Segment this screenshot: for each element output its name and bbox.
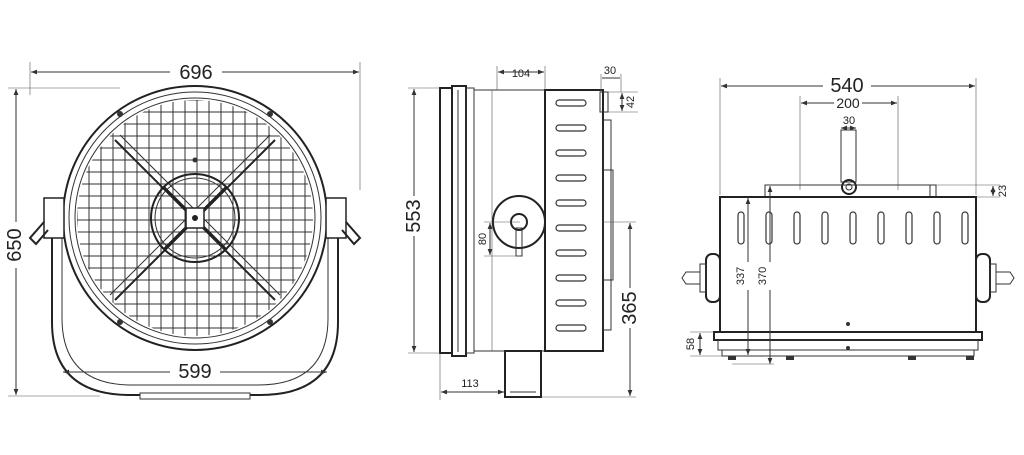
side-top-height-label: 42 (625, 96, 637, 108)
top-lip-label: 23 (997, 185, 1009, 197)
top-handle (840, 129, 857, 183)
top-base-height-label: 58 (685, 338, 697, 350)
top-vent-slots (737, 211, 969, 245)
front-right-knob (325, 197, 362, 246)
side-knob-height-label: 80 (477, 233, 489, 245)
front-height-label: 650 (4, 228, 26, 261)
top-inner-height-label: 337 (735, 267, 747, 285)
side-vent-slots (555, 99, 587, 332)
side-pivot-height-label: 365 (619, 291, 641, 324)
top-right-knob (975, 253, 1015, 303)
top-width-label: 540 (830, 75, 863, 97)
side-view: 104 30 42 553 80 365 113 (403, 65, 641, 400)
front-yoke-label: 599 (178, 361, 211, 383)
front-left-knob (28, 197, 65, 246)
side-top-offset-label: 30 (604, 65, 616, 77)
side-front-bezel (439, 87, 453, 354)
top-handle-span-label: 200 (836, 95, 860, 111)
side-tilt-knob (492, 195, 546, 257)
side-base-offset-label: 113 (461, 378, 479, 390)
front-protective-grid (77, 100, 313, 336)
side-height-label: 553 (403, 199, 425, 232)
top-left-knob (681, 253, 721, 303)
side-depth-label: 104 (512, 68, 530, 80)
front-view: 696 650 (4, 60, 362, 400)
top-view: 540 200 30 23 (681, 74, 1015, 365)
top-base-ring (713, 331, 983, 341)
side-base (504, 350, 542, 398)
top-outer-height-label: 370 (757, 267, 769, 285)
front-center-lens (150, 173, 240, 263)
top-handle-width-label: 30 (843, 115, 855, 127)
front-width-label: 696 (179, 62, 212, 84)
